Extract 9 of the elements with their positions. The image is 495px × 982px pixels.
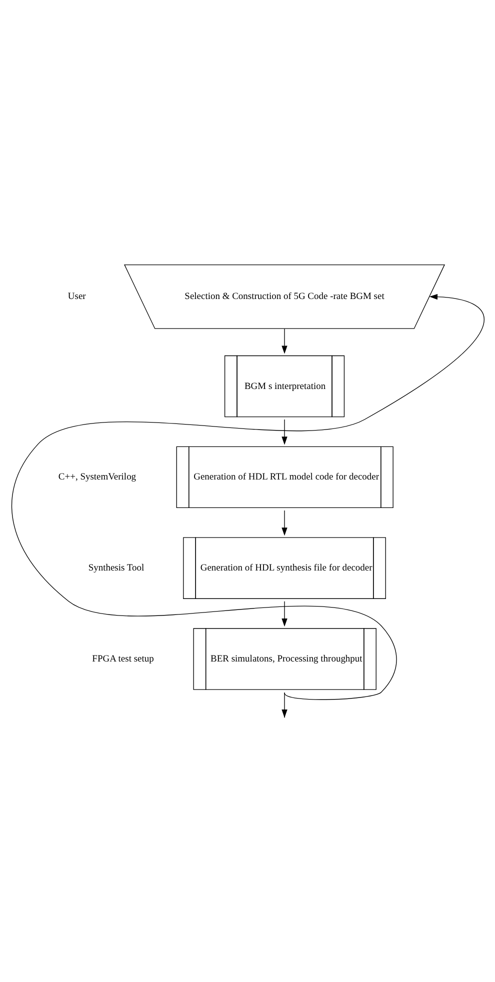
arrow [281,510,287,536]
arrow [281,419,287,445]
label: C++, SystemVerilog [58,472,136,483]
arrow [281,601,287,627]
label: User [67,292,86,302]
label: Synthesis Tool [88,564,144,574]
arrow [281,328,287,354]
arrow [11,294,484,700]
label: FPGA test setup [92,654,154,665]
